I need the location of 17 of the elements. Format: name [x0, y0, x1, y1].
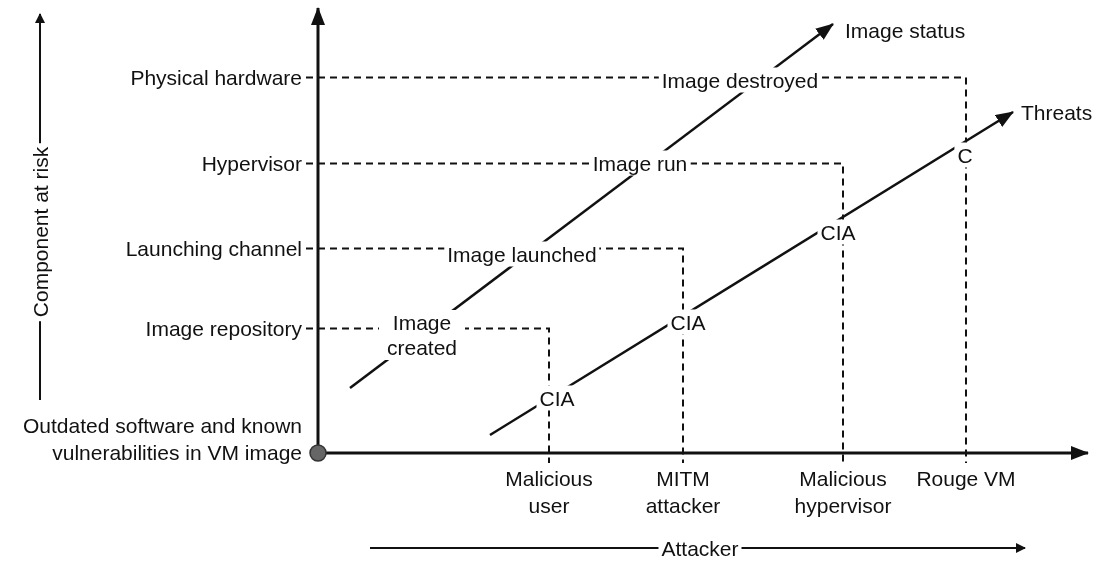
status-label: Image status	[844, 17, 967, 43]
attacker-label: Rouge VM	[906, 465, 1026, 492]
threat-label: CIA	[817, 219, 859, 245]
threat-label: CIA	[536, 385, 578, 411]
component-label: Image repository	[145, 315, 302, 342]
dashed-connector	[305, 162, 844, 464]
threat-label: CIA	[667, 309, 709, 335]
status-label: Image created	[379, 310, 465, 360]
attacker-label: MITM attacker	[623, 465, 743, 519]
component-label: Hypervisor	[201, 150, 302, 177]
threat-axis-label: Threats	[1020, 99, 1094, 125]
attacker-label: Malicious hypervisor	[783, 465, 903, 519]
component-label: Launching channel	[125, 235, 302, 262]
status-label: Image launched	[444, 241, 600, 267]
component-label: Physical hardware	[130, 64, 302, 91]
attacker-label: Malicious user	[489, 465, 609, 519]
component-label: Outdated software and known vulnerabilities in VM image	[17, 412, 302, 466]
